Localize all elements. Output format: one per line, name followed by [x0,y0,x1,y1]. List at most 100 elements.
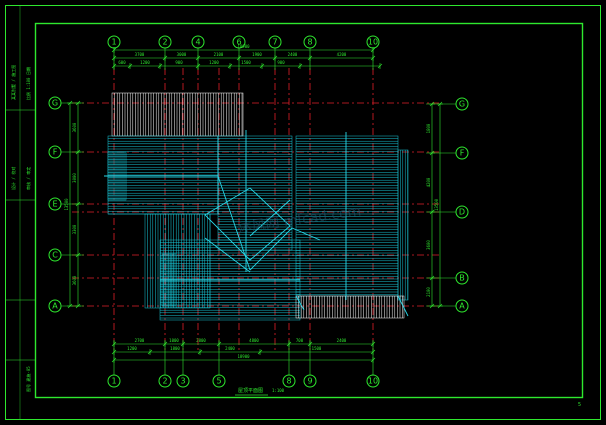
axis-bubble-left-F: F [48,145,62,159]
dim-label: 700 [296,338,304,343]
dim-label: 2800 [196,338,206,343]
dim-label: 4200 [337,52,347,57]
dim-slash [227,63,233,69]
axis-bubble-bottom-2: 2 [158,374,172,388]
dim-label: 1200 [140,60,150,65]
dim-top-sub: 600 1200 900 1200 1500 900 [111,60,383,69]
dim-label: 1800 [170,346,180,351]
dim-label: 2400 [337,338,347,343]
dim-slash [297,63,303,69]
axis-bubble-label: G [459,100,465,109]
dim-label: 1200 [209,60,219,65]
dim-label: 2100 [426,287,431,297]
dim-label: 18900 [237,44,250,49]
axis-bubble-right-F: F [455,146,469,160]
axis-bubble-top-4: 4 [191,35,205,49]
roof-outline [295,295,405,319]
roof-valley [295,295,409,317]
dim-label: 3000 [72,173,77,183]
dim-label: 900 [175,60,183,65]
axis-bubble-bottom-10: 10 [366,374,380,388]
title-block-line3: 设计 / 校对 [10,167,16,190]
dim-label: 1500 [241,60,251,65]
dim-label: 1000 [169,338,179,343]
page-number: 5 [578,402,581,408]
title-block: 某某别墅 / 施工图 比例 1:100 日期 设计 / 校对 审核 / 审定 图… [5,5,36,420]
dim-slash [127,63,133,69]
axis-bubble-label: B [459,274,465,283]
dim-label: 3600 [72,275,77,285]
dim-label: 1200 [127,346,137,351]
axis-bubble-bottom-9: 9 [303,374,317,388]
axis-bubble-label: 10 [368,38,378,47]
axis-bubble-bottom-3: 3 [176,374,190,388]
axis-bubble-label: 9 [307,377,312,386]
axis-bubble-label: 5 [216,377,221,386]
dim-label: 2400 [288,52,298,57]
dim-slash [377,63,383,69]
dim-slash [147,349,153,355]
dim-label: 4800 [249,338,259,343]
dim-label: 3600 [426,240,431,250]
dim-label: 1500 [312,346,322,351]
axis-bubble-label: 1 [111,38,116,47]
dim-bottom-segments: 2700 1000 2800 4800 700 2400 [111,338,376,347]
axis-bubble-label: 8 [286,377,291,386]
dim-label: 1800 [426,123,431,133]
drawing-title: 屋顶平面图 [238,388,263,394]
dim-label: 18900 [237,354,250,359]
drawing-scale: 1:100 [272,388,285,393]
axis-bubble-top-7: 7 [268,35,282,49]
axis-bubble-left-E: E [48,197,62,211]
dim-label: 4200 [426,177,431,187]
axis-bubble-label: 2 [162,38,167,47]
axis-bubble-label: 3 [180,377,185,386]
axis-bubble-label: E [52,200,57,209]
axis-bubble-label: 8 [307,38,312,47]
dim-label: 2400 [225,346,235,351]
dim-slash [197,349,203,355]
dim-slash [259,63,265,69]
axis-bubble-right-D: D [455,205,469,219]
dim-slash [157,63,163,69]
dim-label: 600 [118,60,126,65]
axis-bubble-top-6: 6 [232,35,246,49]
dim-label: 900 [277,60,285,65]
axis-bubble-left-C: C [48,248,62,262]
roof-ridge [249,199,291,237]
axis-bubble-label: D [459,208,465,217]
dim-label: 3300 [72,224,77,234]
axis-bubble-top-2: 2 [158,35,172,49]
dim-right-total: 13500 [434,101,443,309]
dim-label: 1900 [252,52,262,57]
dim-label: 3000 [177,52,187,57]
axis-bubble-top-8: 8 [303,35,317,49]
title-block-line2: 比例 1:100 日期 [25,67,31,100]
roof-left-wing [107,135,219,215]
roof-hip [204,187,291,261]
axis-bubble-label: 6 [236,38,241,47]
dim-bottom-total: 18900 [111,354,376,363]
inner-frame [34,22,584,399]
axis-bubble-label: C [52,251,58,260]
roof-upper-left [111,92,244,137]
axis-bubble-label: F [53,148,58,157]
roof-right-strip [397,149,409,301]
title-block-line4: 审核 / 审定 [25,167,31,190]
axis-bubble-label: G [52,99,58,108]
title-block-line1: 某某别墅 / 施工图 [10,65,16,100]
dim-label: 2700 [135,338,145,343]
axis-bubble-label: 10 [368,377,378,386]
dim-slash [257,349,263,355]
roof-outline [111,92,244,137]
roof-lower-center [159,239,301,321]
axis-bubble-label: A [459,302,465,311]
roof-ridge [204,237,251,273]
dim-label: 3600 [72,122,77,132]
axis-bubble-label: 1 [111,377,116,386]
axis-bubble-right-A: A [455,299,469,313]
axis-bubble-label: 2 [162,377,167,386]
axis-bubble-bottom-8: 8 [282,374,296,388]
roof-right-main [295,135,399,297]
axis-bubble-label: F [460,149,465,158]
